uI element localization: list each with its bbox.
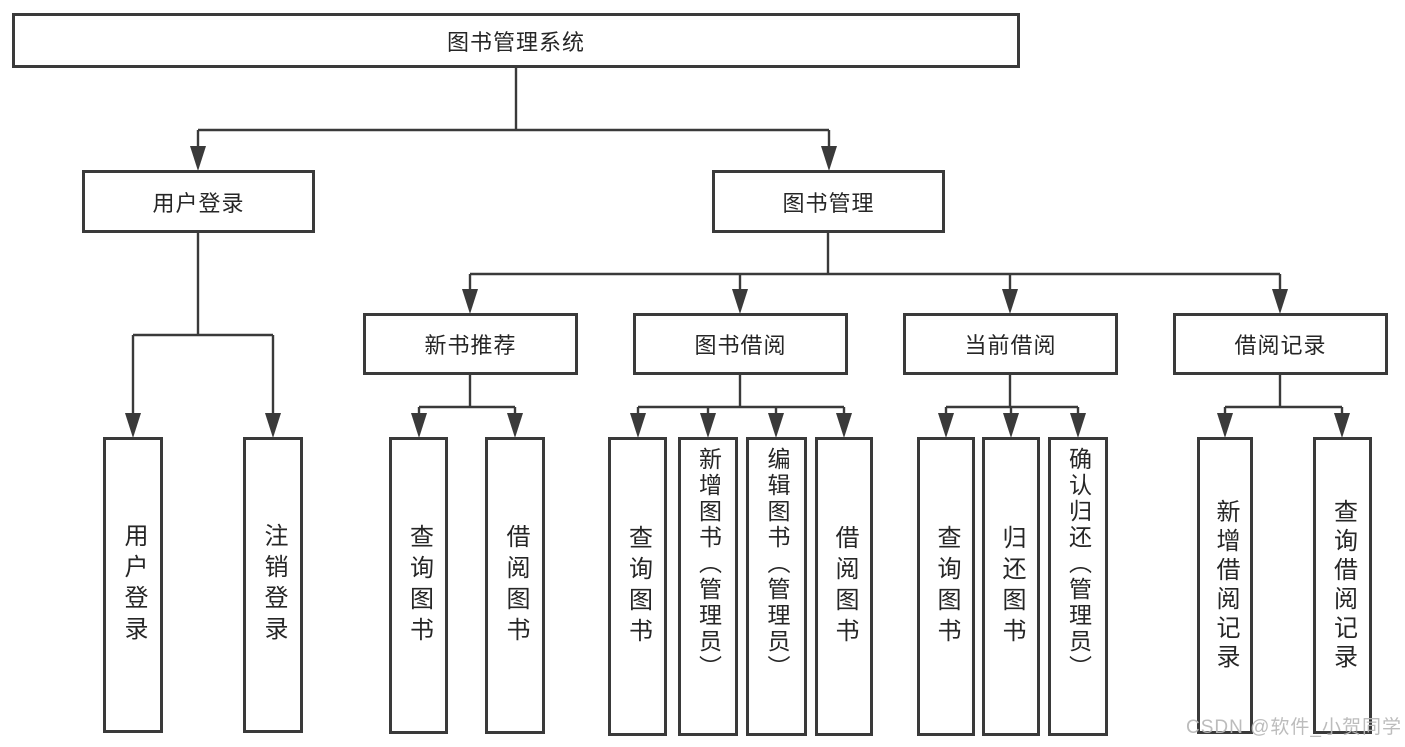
arrowhead-down-icon <box>768 413 784 438</box>
node-query-book-recommend: 查询图书 <box>389 437 448 734</box>
node-label: 用户登录 <box>152 190 245 216</box>
node-label: 借阅记录 <box>1234 333 1327 358</box>
node-label: 当前借阅 <box>964 333 1057 358</box>
node-label: 新增借阅记录 <box>1212 498 1239 673</box>
arrowhead-down-icon <box>125 413 141 438</box>
node-borrow-book: 借阅图书 <box>815 437 873 736</box>
node-library-management-system: 图书管理系统 <box>12 13 1020 68</box>
arrowhead-down-icon <box>1002 289 1018 314</box>
node-query-book-borrow: 查询图书 <box>608 437 667 736</box>
node-logout-login: 注销登录 <box>243 437 303 733</box>
arrowhead-down-icon <box>1272 289 1288 314</box>
node-label: 用户登录 <box>120 523 147 647</box>
node-current-borrow: 当前借阅 <box>903 313 1118 375</box>
node-return-book: 归还图书 <box>982 437 1040 736</box>
arrowhead-down-icon <box>507 413 523 438</box>
node-add-borrow-record: 新增借阅记录 <box>1197 437 1253 734</box>
arrowhead-down-icon <box>265 413 281 438</box>
node-label: 编辑图书（管理员） <box>764 447 790 681</box>
node-borrow-book-recommend: 借阅图书 <box>485 437 545 734</box>
node-user-login-branch: 用户登录 <box>82 170 315 233</box>
node-label: 归还图书 <box>998 524 1025 649</box>
node-add-book-admin: 新增图书（管理员） <box>678 437 738 736</box>
node-label: 新增图书（管理员） <box>695 447 722 681</box>
node-label: 图书管理 <box>782 190 875 216</box>
arrowhead-down-icon <box>1334 413 1350 438</box>
node-label: 借阅图书 <box>831 524 858 649</box>
arrowhead-down-icon <box>836 413 852 438</box>
arrowhead-down-icon <box>732 289 748 314</box>
node-label: 查询图书 <box>933 524 960 649</box>
arrowhead-down-icon <box>938 413 954 438</box>
node-query-book-current: 查询图书 <box>917 437 975 736</box>
arrowhead-down-icon <box>1003 413 1019 438</box>
arrowhead-down-icon <box>1217 413 1233 438</box>
node-label: 图书管理系统 <box>446 29 585 55</box>
arrowhead-down-icon <box>462 289 478 314</box>
node-user-login: 用户登录 <box>103 437 163 733</box>
node-edit-book-admin: 编辑图书（管理员） <box>746 437 807 736</box>
arrowhead-down-icon <box>411 413 427 438</box>
node-book-management-branch: 图书管理 <box>712 170 945 233</box>
node-label: 查询图书 <box>624 524 652 649</box>
watermark: CSDN @软件_小贺同学 <box>1186 717 1402 738</box>
arrowhead-down-icon <box>630 413 646 438</box>
node-query-borrow-record: 查询借阅记录 <box>1313 437 1372 734</box>
arrowhead-down-icon <box>700 413 716 438</box>
node-label: 注销登录 <box>260 523 287 647</box>
node-label: 图书借阅 <box>694 333 787 358</box>
node-label: 查询借阅记录 <box>1329 498 1357 673</box>
node-label: 新书推荐 <box>424 333 517 358</box>
arrowhead-down-icon <box>1070 413 1086 438</box>
node-label: 查询图书 <box>405 523 433 648</box>
arrowhead-down-icon <box>190 146 206 171</box>
node-book-borrow: 图书借阅 <box>633 313 848 375</box>
node-label: 借阅图书 <box>502 523 529 648</box>
node-borrow-records: 借阅记录 <box>1173 313 1388 375</box>
arrowhead-down-icon <box>821 146 837 171</box>
node-label: 确认归还（管理员） <box>1065 447 1092 681</box>
node-new-book-recommend: 新书推荐 <box>363 313 578 375</box>
node-confirm-return-admin: 确认归还（管理员） <box>1048 437 1108 736</box>
